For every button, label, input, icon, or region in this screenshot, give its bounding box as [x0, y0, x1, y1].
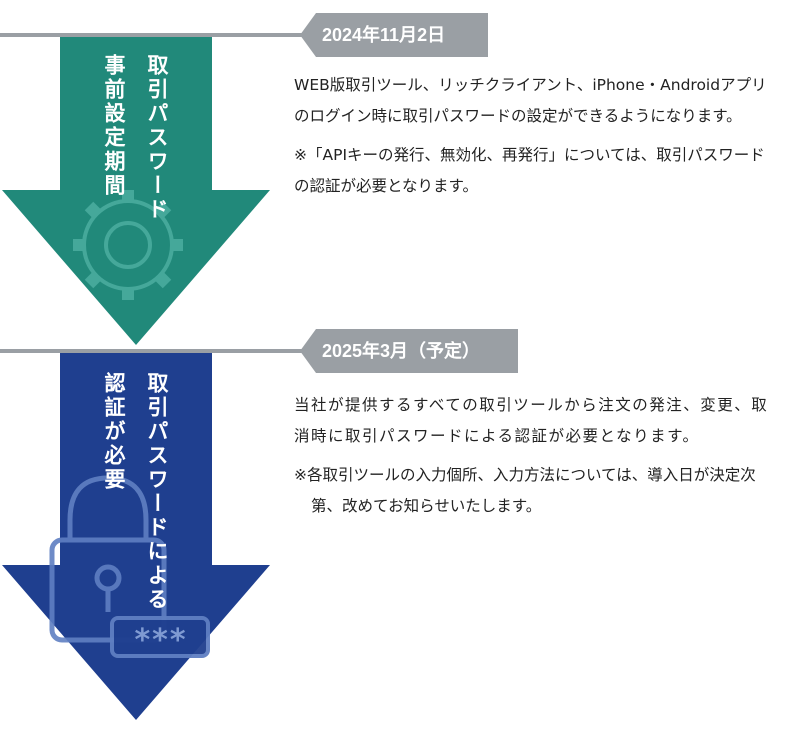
phase2-description: 当社が提供するすべての取引ツールから注文の発注、変更、取消時に取引パスワードによ… [294, 396, 769, 445]
phase2-arrow [2, 350, 270, 720]
phase1-divider [0, 33, 330, 37]
phase1-date-tag: 2024年11月2日 [300, 13, 488, 57]
password-mask: *** [134, 623, 188, 658]
phase1-description: WEB版取引ツール、リッチクライアント、iPhone・Androidアプリのログ… [294, 76, 767, 125]
phase2-description-block: 当社が提供するすべての取引ツールから注文の発注、変更、取消時に取引パスワードによ… [294, 390, 778, 530]
phase1-note: ※「APIキーの発行、無効化、再発行」については、取引パスワードの認証が必要とな… [294, 146, 765, 195]
password-field [110, 616, 210, 658]
phase2-divider [0, 349, 330, 353]
phase2-arrow-label-1: 取引パスワードによる [145, 372, 169, 612]
phase2-date-tag: 2025年3月（予定） [300, 329, 518, 373]
phase2-note: ※各取引ツールの入力個所、入力方法については、導入日が決定次第、改めてお知らせい… [294, 466, 756, 515]
padlock-icon [49, 475, 167, 643]
phase1-arrow [2, 33, 270, 345]
phase1-arrow-label-1: 取引パスワード [145, 54, 169, 222]
gear-icon [73, 190, 183, 300]
phase1-description-block: WEB版取引ツール、リッチクライアント、iPhone・Androidアプリのログ… [294, 70, 778, 210]
phase1-arrow-label-2: 事前設定期間 [102, 54, 126, 198]
phase2-arrow-label-2: 認証が必要 [102, 372, 126, 492]
